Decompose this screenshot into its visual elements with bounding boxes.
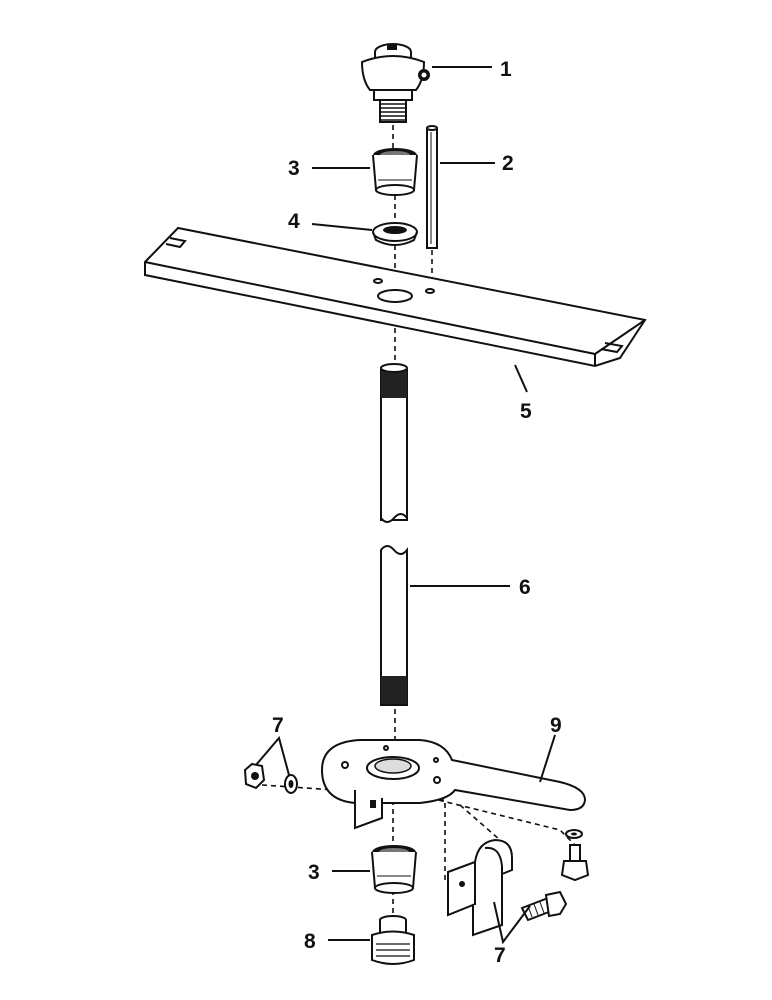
part-7-nut-washer: [243, 762, 298, 794]
part-9-bracket: [320, 739, 587, 830]
callout-3-top: 3: [288, 157, 300, 180]
part-8-plug: [371, 915, 415, 965]
callout-labels: 1 2 3 4 5 6 7 9 3 8 7: [272, 58, 562, 967]
part-3-bushing-bottom: [371, 845, 417, 894]
part-6-pipe: [380, 363, 408, 706]
callout-5: 5: [520, 400, 532, 423]
callout-4: 4: [288, 210, 300, 233]
leader-lines: [255, 66, 556, 945]
part-3-bushing-top: [372, 148, 418, 196]
callout-9: 9: [550, 714, 562, 737]
part-2-rod: [426, 125, 438, 249]
part-7-clamp-bolt: [447, 829, 590, 937]
callout-6: 6: [519, 576, 531, 599]
part-1-grease-fitting: [360, 43, 430, 123]
callout-3-bottom: 3: [308, 861, 320, 884]
callout-7-bottom: 7: [494, 944, 506, 967]
part-4-washer: [372, 222, 418, 246]
callout-7-top: 7: [272, 714, 284, 737]
callout-8: 8: [304, 930, 316, 953]
callout-2: 2: [502, 152, 514, 175]
callout-1: 1: [500, 58, 512, 81]
part-5-plate: [144, 226, 647, 368]
